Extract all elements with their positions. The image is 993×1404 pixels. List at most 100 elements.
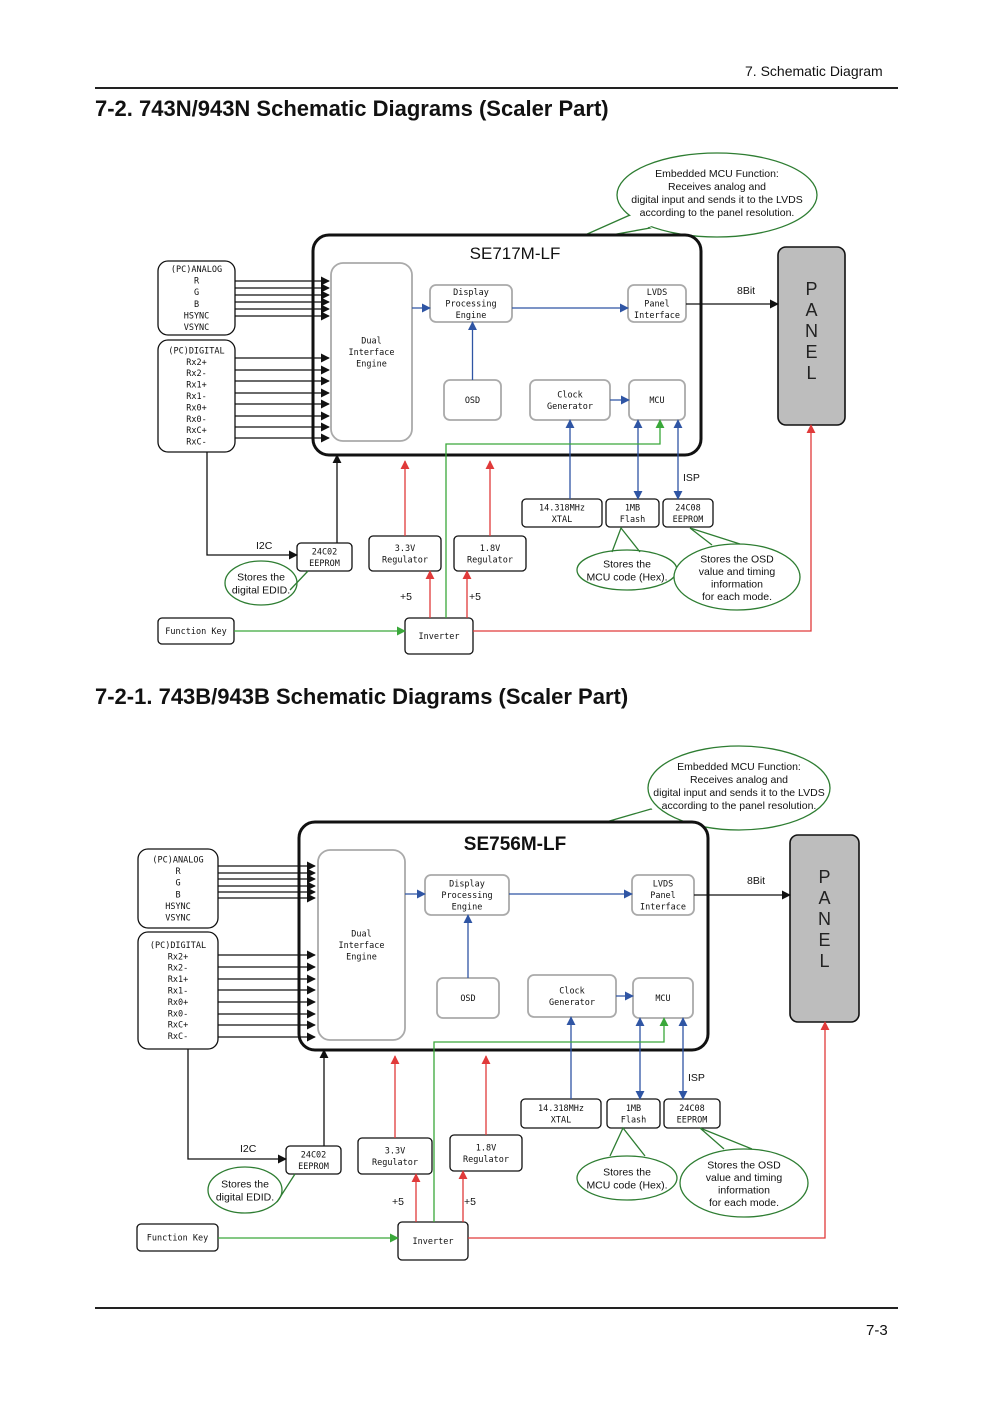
edid-note-text: digital EDID. bbox=[232, 585, 290, 597]
callout-text: digital input and sends it to the LVDS bbox=[653, 787, 824, 799]
schematic-diagram-2: Embedded MCU Function:Receives analog an… bbox=[136, 745, 860, 1261]
osd-value-note-pointer bbox=[699, 1127, 753, 1150]
digital-input-group-label: Rx0+ bbox=[168, 998, 188, 1008]
digital-input-group-label: Rx1- bbox=[168, 987, 188, 997]
analog-input-group-label: VSYNC bbox=[184, 323, 210, 333]
digital-input-group-label: Rx2+ bbox=[186, 358, 206, 368]
lvds-panel-interface-label: Interface bbox=[634, 311, 680, 321]
bit-depth-label: 8Bit bbox=[737, 285, 755, 297]
osd-value-note bbox=[679, 1148, 809, 1218]
panel-letter: P bbox=[805, 279, 817, 299]
regulator-3v3-label: Regulator bbox=[372, 1158, 418, 1168]
osd-value-note-text: value and timing bbox=[699, 566, 776, 578]
mcu-code-note-text: MCU code (Hex). bbox=[586, 572, 667, 584]
flash-memory-label: Flash bbox=[621, 1115, 647, 1125]
digital-input-group-label: (PC)DIGITAL bbox=[150, 941, 206, 951]
footer-rule bbox=[95, 1307, 898, 1309]
eeprom-24c02-label: 24C02 bbox=[312, 547, 338, 557]
analog-input-group bbox=[157, 260, 236, 336]
analog-input-group-label: (PC)ANALOG bbox=[152, 856, 203, 866]
analog-input-group-label: (PC)ANALOG bbox=[171, 265, 222, 275]
panel-letter: L bbox=[819, 951, 829, 971]
mcu-function-callout bbox=[647, 745, 831, 831]
function-key-label: Function Key bbox=[147, 1234, 208, 1244]
analog-input-group-label: HSYNC bbox=[184, 311, 210, 321]
panel-letter: N bbox=[818, 909, 831, 929]
analog-input-group-label: B bbox=[194, 300, 199, 310]
analog-input-group-label: R bbox=[175, 867, 181, 877]
digital-input-group-label: Rx0- bbox=[168, 1009, 188, 1019]
digital-input-group-label: Rx1- bbox=[186, 392, 206, 402]
digital-input-group-label: Rx1+ bbox=[168, 975, 188, 985]
edid-note-text: digital EDID. bbox=[216, 1192, 274, 1204]
analog-input-group-label: G bbox=[194, 288, 199, 298]
mcu-block-label: MCU bbox=[649, 396, 664, 406]
digital-input-group bbox=[157, 339, 236, 453]
panel-letter: L bbox=[806, 363, 816, 383]
flash-memory bbox=[606, 1098, 661, 1129]
plus5-label-a: +5 bbox=[392, 1196, 404, 1208]
mcu-code-note-text: Stores the bbox=[603, 1167, 651, 1179]
eeprom-24c08 bbox=[662, 498, 714, 528]
section-header: 7. Schematic Diagram bbox=[745, 63, 883, 79]
eeprom-24c08-label: EEPROM bbox=[677, 1115, 708, 1125]
crystal-oscillator-label: 14.318MHz bbox=[538, 1104, 584, 1114]
osd-value-note-text: information bbox=[711, 578, 763, 590]
analog-input-group-label: B bbox=[175, 890, 180, 900]
regulator-1v8-label: Regulator bbox=[463, 1155, 509, 1165]
callout-text: according to the panel resolution. bbox=[662, 800, 817, 812]
osd-value-note-text: for each mode. bbox=[709, 1197, 779, 1209]
eeprom-24c02-label: EEPROM bbox=[298, 1162, 329, 1172]
mcu-code-note-pointer bbox=[609, 1126, 646, 1157]
osd-value-note-text: value and timing bbox=[706, 1172, 783, 1184]
isp-label: ISP bbox=[683, 472, 700, 484]
panel-letter: E bbox=[818, 930, 830, 950]
i2c-label: I2C bbox=[240, 1143, 257, 1155]
eeprom-24c02-label: 24C02 bbox=[301, 1150, 327, 1160]
clock-generator-label: Clock bbox=[557, 390, 583, 400]
regulator-1v8-label: 1.8V bbox=[480, 544, 500, 554]
display-processing-engine-label: Processing bbox=[445, 300, 496, 310]
analog-input-group-label: VSYNC bbox=[165, 914, 191, 924]
digital-input-group-label: Rx0+ bbox=[186, 403, 206, 413]
osd-block-label: OSD bbox=[465, 396, 480, 406]
panel-letter: A bbox=[805, 300, 817, 320]
inverter-to-panel-line bbox=[473, 424, 816, 632]
heading-diagram-1: 7-2. 743N/943N Schematic Diagrams (Scale… bbox=[95, 96, 609, 121]
flash-memory bbox=[605, 498, 660, 528]
i2c-line bbox=[206, 452, 298, 560]
digital-input-group-label: RxC- bbox=[186, 438, 206, 448]
mcu-code-note-text: Stores the bbox=[603, 559, 651, 571]
dual-interface-engine-label: Dual bbox=[351, 930, 371, 940]
clock-generator-label: Generator bbox=[547, 402, 593, 412]
dual-interface-engine-label: Dual bbox=[361, 337, 381, 347]
lvds-panel-interface-label: LVDS bbox=[647, 288, 667, 298]
isp-label: ISP bbox=[688, 1072, 705, 1084]
eeprom-24c08 bbox=[663, 1098, 721, 1129]
regulator-3v3-label: 3.3V bbox=[385, 1146, 405, 1156]
header-rule bbox=[95, 87, 898, 89]
edid-note-pointer bbox=[289, 570, 309, 591]
osd-value-note-text: Stores the OSD bbox=[707, 1159, 781, 1171]
osd-value-note bbox=[673, 543, 801, 611]
bit-depth-label: 8Bit bbox=[747, 875, 765, 887]
analog-input-group-label: R bbox=[194, 277, 200, 287]
osd-value-note-pointer bbox=[689, 527, 741, 546]
lvds-panel-interface-label: LVDS bbox=[653, 880, 673, 890]
page-number: 7-3 bbox=[866, 1322, 888, 1339]
display-processing-engine-label: Display bbox=[449, 880, 485, 890]
display-processing-engine-label: Engine bbox=[452, 903, 483, 913]
mcu-function-callout bbox=[616, 152, 818, 238]
heading-diagram-2: 7-2-1. 743B/943B Schematic Diagrams (Sca… bbox=[95, 684, 629, 709]
chip-name: SE717M-LF bbox=[470, 244, 561, 263]
dual-interface-engine-label: Engine bbox=[356, 360, 387, 370]
flash-memory-label: 1MB bbox=[626, 1104, 641, 1114]
callout-text: Embedded MCU Function: bbox=[677, 761, 801, 773]
panel-letter: N bbox=[805, 321, 818, 341]
callout-text: according to the panel resolution. bbox=[640, 207, 795, 219]
dual-interface-engine-label: Engine bbox=[346, 953, 377, 963]
crystal-oscillator-label: 14.318MHz bbox=[539, 503, 585, 513]
analog-input-group-label: HSYNC bbox=[165, 902, 191, 912]
crystal-oscillator bbox=[520, 1098, 602, 1129]
callout-joint bbox=[628, 214, 652, 228]
